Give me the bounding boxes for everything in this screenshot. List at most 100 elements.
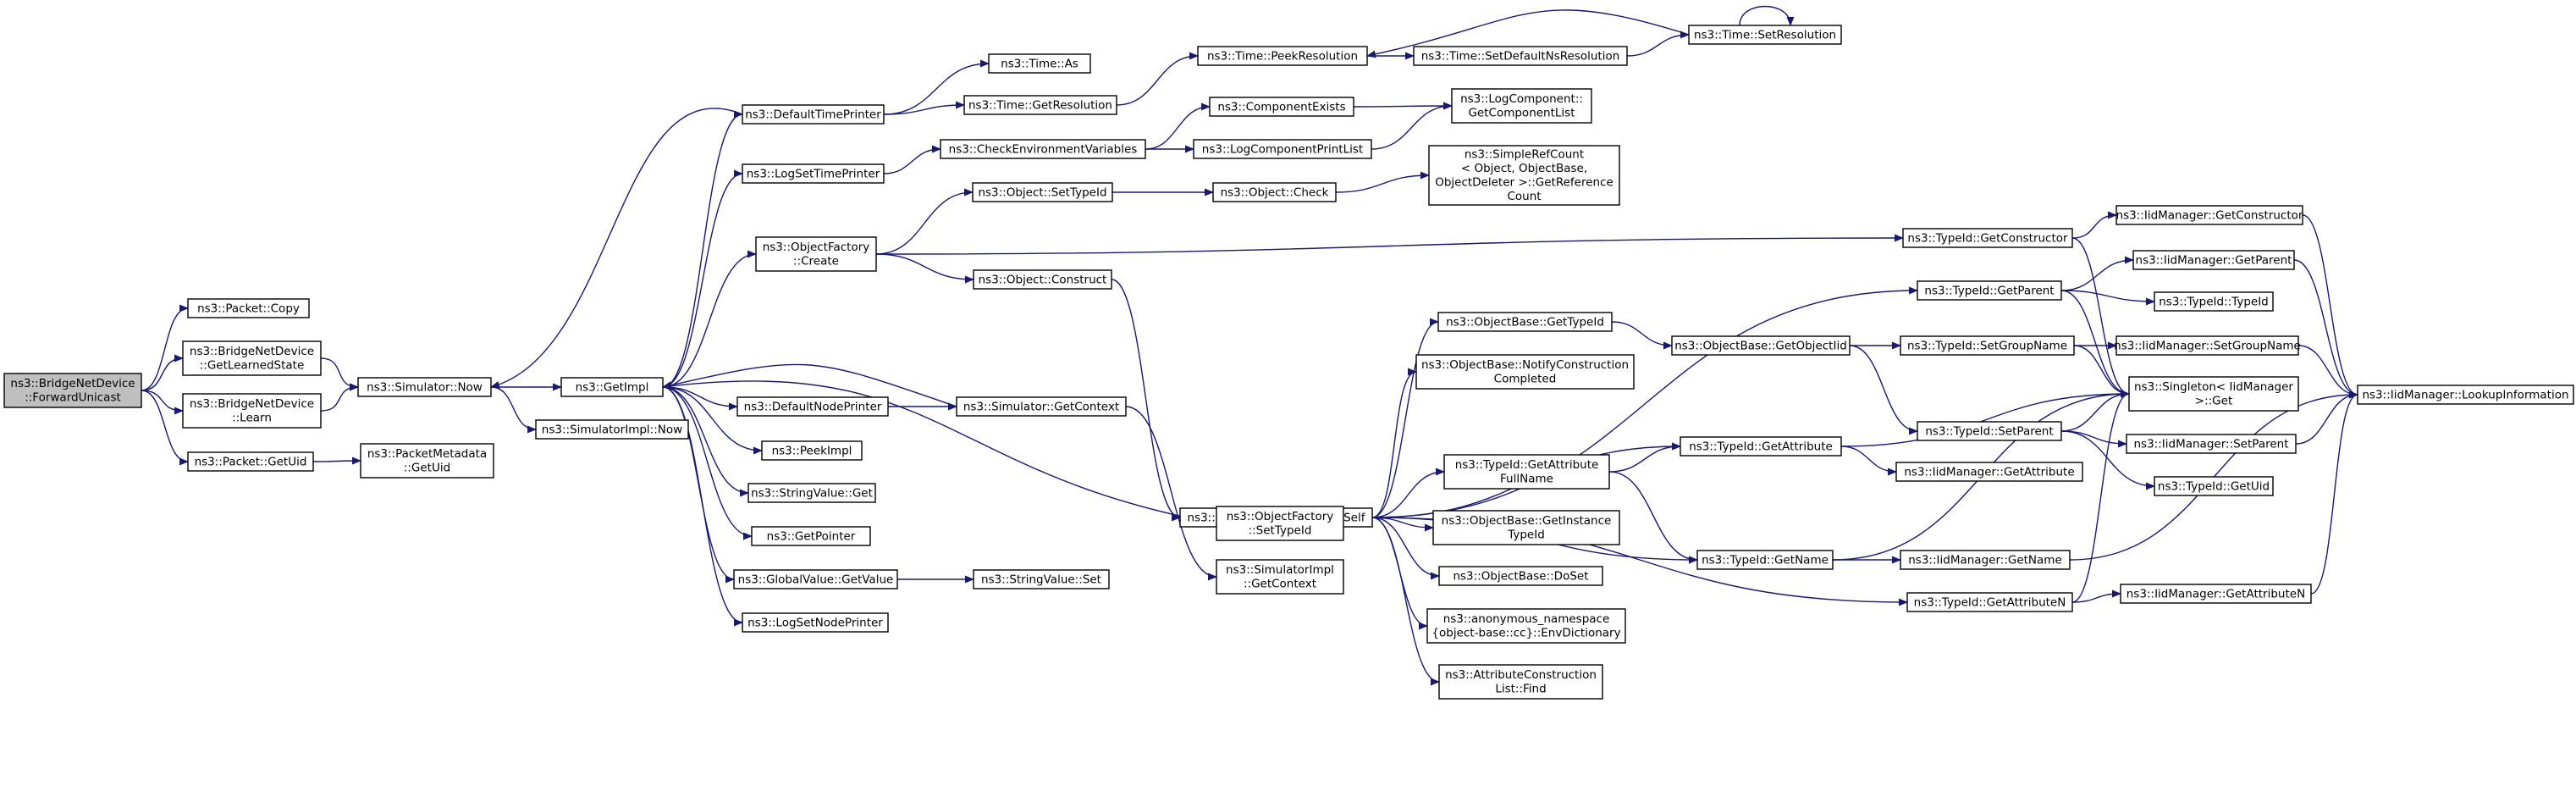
node-label: ns3::LogSetNodePrinter bbox=[747, 616, 883, 629]
node-tidgetattrn[interactable]: ns3::TypeId::GetAttributeN bbox=[1906, 592, 2073, 612]
edge-tidsetparent-to-tidgetuid bbox=[2060, 430, 2155, 490]
node-tidtid[interactable]: ns3::TypeId::TypeId bbox=[2154, 291, 2274, 312]
node-box bbox=[742, 163, 885, 184]
node-getimpl[interactable]: ns3::GetImpl bbox=[560, 377, 664, 397]
edge-tidgetattrfull-to-tidgetattr bbox=[1608, 442, 1681, 473]
node-peekimpl[interactable]: ns3::PeekImpl bbox=[761, 440, 863, 461]
node-tidgetname[interactable]: ns3::TypeId::GetName bbox=[1696, 550, 1834, 570]
node-label: ::GetUid bbox=[404, 462, 450, 475]
edge-getimpl-to-logsnp bbox=[662, 386, 743, 627]
node-box bbox=[751, 526, 871, 546]
node-timegetres[interactable]: ns3::Time::GetResolution bbox=[963, 95, 1117, 115]
node-box bbox=[560, 377, 664, 397]
node-gvget[interactable]: ns3::GlobalValue::GetValue bbox=[733, 569, 898, 589]
node-tidgetuid[interactable]: ns3::TypeId::GetUid bbox=[2154, 476, 2274, 496]
node-label: ObjectDeleter >::GetReference bbox=[1435, 176, 1613, 190]
node-compexists[interactable]: ns3::ComponentExists bbox=[1209, 97, 1354, 117]
node-obgettid[interactable]: ns3::ObjectBase::GetTypeId bbox=[1437, 312, 1613, 332]
node-tidsetparent[interactable]: ns3::TypeId::SetParent bbox=[1917, 421, 2062, 441]
node-label: ns3::TypeId::TypeId bbox=[2159, 295, 2269, 308]
edge-tidgetparent-to-tidtid bbox=[2060, 290, 2155, 306]
node-obnotify[interactable]: ns3::ObjectBase::NotifyConstructionCompl… bbox=[1415, 354, 1635, 390]
node-box bbox=[3, 373, 142, 408]
node-simplerefcount[interactable]: ns3::SimpleRefCount< Object, ObjectBase,… bbox=[1428, 145, 1620, 206]
edge-obconstructself-to-acfind bbox=[1371, 517, 1440, 686]
node-deftp[interactable]: ns3::DefaultTimePrinter bbox=[742, 104, 885, 125]
node-simnow[interactable]: ns3::Simulator::Now bbox=[357, 377, 492, 397]
node-box bbox=[988, 53, 1091, 74]
node-label: ::Learn bbox=[232, 412, 272, 425]
node-objcheck[interactable]: ns3::Object::Check bbox=[1212, 182, 1337, 202]
node-copy[interactable]: ns3::Packet::Copy bbox=[187, 298, 310, 318]
node-label: ns3::Time::SetResolution bbox=[1694, 28, 1836, 42]
node-getlearned[interactable]: ns3::BridgeNetDevice::GetLearnedState bbox=[182, 340, 322, 376]
node-singleton[interactable]: ns3::Singleton< IidManager >::Get bbox=[2128, 376, 2299, 412]
node-box bbox=[1917, 421, 2062, 441]
edge-tidgetctor-to-iidgetctor bbox=[2071, 211, 2117, 239]
node-simimplnow[interactable]: ns3::SimulatorImpl::Now bbox=[535, 419, 689, 440]
node-tidgetattr[interactable]: ns3::TypeId::GetAttribute bbox=[1680, 436, 1842, 457]
node-label: ns3::IidManager::GetConstructor bbox=[2116, 208, 2303, 222]
node-box bbox=[2126, 434, 2297, 454]
node-logstp[interactable]: ns3::LogSetTimePrinter bbox=[742, 163, 885, 184]
edge-tidsetparent-to-singleton bbox=[2060, 390, 2130, 432]
node-iidgetctor[interactable]: ns3::IidManager::GetConstructor bbox=[2115, 205, 2303, 225]
node-root[interactable]: ns3::BridgeNetDevice::ForwardUnicast bbox=[3, 373, 142, 408]
edge-ofsettid-to-getimpl bbox=[662, 380, 1217, 524]
node-obdoset[interactable]: ns3::ObjectBase::DoSet bbox=[1438, 566, 1603, 586]
node-obgetoid[interactable]: ns3::ObjectBase::GetObjectIid bbox=[1671, 335, 1851, 356]
node-simgetctx[interactable]: ns3::Simulator::GetContext bbox=[956, 396, 1127, 417]
node-label: ns3::Object::Construct bbox=[979, 273, 1107, 286]
node-box bbox=[2120, 584, 2312, 604]
node-label: FullName bbox=[1500, 473, 1553, 486]
node-iidgetattrn[interactable]: ns3::IidManager::GetAttributeN bbox=[2120, 584, 2312, 604]
node-label: < Object, ObjectBase, bbox=[1461, 162, 1587, 175]
node-simimplgetctx[interactable]: ns3::SimulatorImpl::GetContext bbox=[1216, 559, 1344, 595]
edge-obconstructself-to-obgettid bbox=[1371, 318, 1439, 518]
node-layer: ns3::BridgeNetDevice::ForwardUnicastns3:… bbox=[3, 25, 2574, 700]
node-label: List::Find bbox=[1495, 683, 1546, 696]
node-label: ns3::PacketMetadata bbox=[367, 447, 487, 461]
node-iidgetparent[interactable]: ns3::IidManager::GetParent bbox=[2132, 250, 2295, 270]
node-iidlookup[interactable]: ns3::IidManager::LookupInformation bbox=[2357, 385, 2574, 405]
node-ofsettid[interactable]: ns3::ObjectFactory::SetTypeId bbox=[1216, 506, 1344, 541]
node-label: ns3::Object::Check bbox=[1221, 185, 1329, 199]
node-label: ns3::ComponentExists bbox=[1217, 100, 1345, 113]
node-tidgetparent[interactable]: ns3::TypeId::GetParent bbox=[1917, 280, 2062, 301]
node-logsnp[interactable]: ns3::LogSetNodePrinter bbox=[742, 612, 889, 633]
node-objconstruct[interactable]: ns3::Object::Construct bbox=[973, 269, 1112, 290]
node-setres[interactable]: ns3::Time::SetResolution bbox=[1688, 25, 1842, 45]
node-iidgetattr[interactable]: ns3::IidManager::GetAttribute bbox=[1895, 462, 2083, 482]
node-defnp[interactable]: ns3::DefaultNodePrinter bbox=[736, 396, 889, 417]
node-learn[interactable]: ns3::BridgeNetDevice::Learn bbox=[182, 393, 322, 429]
node-peekres[interactable]: ns3::Time::PeekResolution bbox=[1197, 46, 1368, 66]
node-getptr[interactable]: ns3::GetPointer bbox=[751, 526, 871, 546]
node-anonenv[interactable]: ns3::anonymous_namespace{object-base::cc… bbox=[1426, 608, 1626, 644]
edge-getimpl-to-logstp bbox=[662, 169, 743, 388]
node-iidsetgroup[interactable]: ns3::IidManager::SetGroupName bbox=[2114, 335, 2301, 356]
node-pmuid[interactable]: ns3::PacketMetadata::GetUid bbox=[360, 443, 494, 479]
node-ofcreate[interactable]: ns3::ObjectFactory::Create bbox=[755, 236, 877, 272]
node-objsettid[interactable]: ns3::Object::SetTypeId bbox=[972, 182, 1113, 202]
node-checkenv[interactable]: ns3::CheckEnvironmentVariables bbox=[940, 139, 1146, 159]
node-label: ns3::LogComponentPrintList bbox=[1202, 142, 1363, 156]
node-logcpl[interactable]: ns3::LogComponentPrintList bbox=[1193, 139, 1372, 159]
node-tidgetctor[interactable]: ns3::TypeId::GetConstructor bbox=[1902, 228, 2073, 248]
node-setdefns[interactable]: ns3::Time::SetDefaultNsResolution bbox=[1413, 46, 1628, 66]
node-tidsetgroup[interactable]: ns3::TypeId::SetGroupName bbox=[1900, 335, 2075, 356]
edge-root-to-getuid bbox=[141, 390, 189, 466]
node-iidsetparent[interactable]: ns3::IidManager::SetParent bbox=[2126, 434, 2297, 454]
node-label: ns3::PeekImpl bbox=[772, 444, 852, 457]
node-iidgetname[interactable]: ns3::IidManager::GetName bbox=[1900, 550, 2071, 570]
node-getuid[interactable]: ns3::Packet::GetUid bbox=[187, 451, 314, 472]
node-timeas[interactable]: ns3::Time::As bbox=[988, 53, 1091, 74]
node-svset[interactable]: ns3::StringValue::Set bbox=[973, 569, 1110, 589]
node-box bbox=[1209, 97, 1354, 117]
node-label: ns3::TypeId::GetName bbox=[1702, 553, 1829, 567]
node-logcgetlist[interactable]: ns3::LogComponent::GetComponentList bbox=[1451, 88, 1592, 124]
node-svget[interactable]: ns3::StringValue::Get bbox=[747, 483, 876, 503]
node-box bbox=[1432, 510, 1620, 545]
